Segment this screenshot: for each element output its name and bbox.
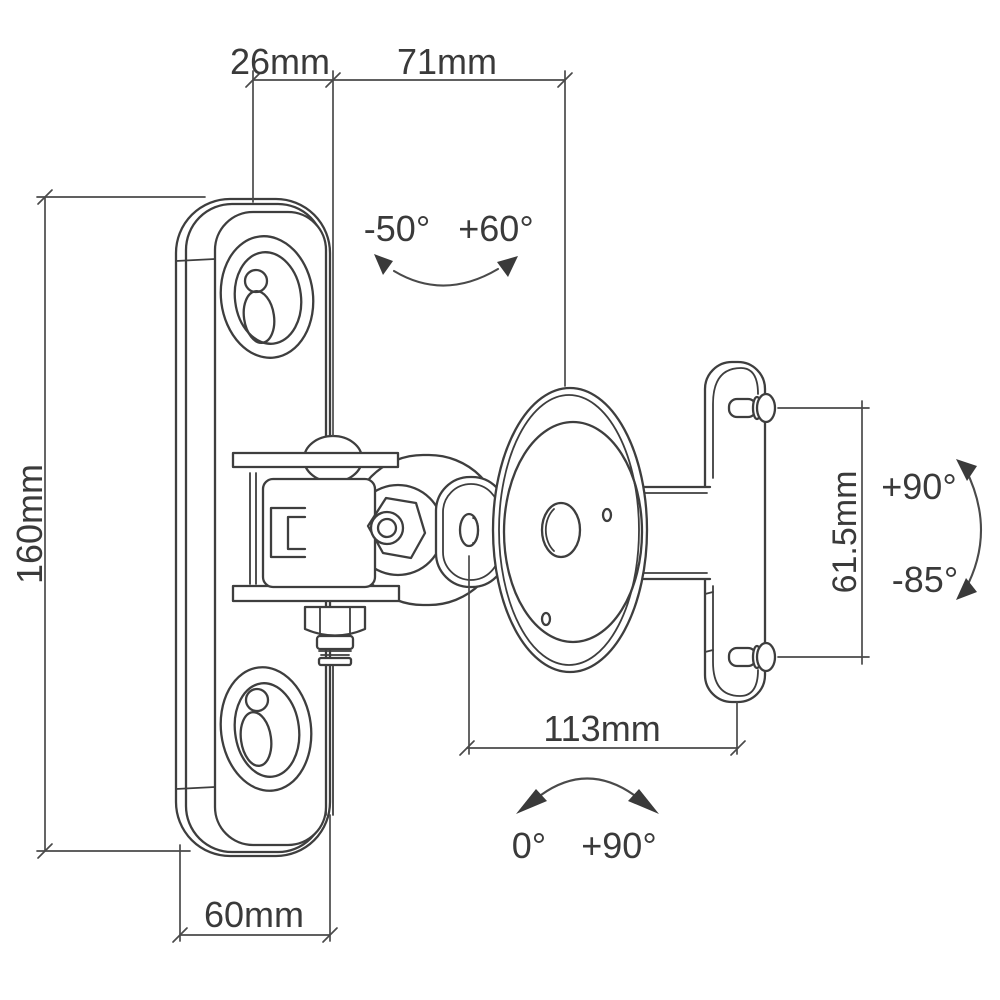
lock-nut (303, 605, 367, 637)
plate-edge-line-bottom (175, 786, 216, 790)
angle-label-0: 0° (512, 825, 546, 866)
dim-tick (325, 72, 341, 88)
dim-tick (245, 72, 261, 88)
bracket-edge-tick (704, 649, 714, 653)
keyhole-circle (244, 687, 270, 713)
lock-nut-stack (303, 605, 367, 816)
bracket-inner-edge-bottom (712, 585, 759, 697)
dim-tick (37, 843, 53, 859)
rotation-angle-callout: 0° +90° (512, 777, 659, 866)
angle-label-minus50: -50° (364, 208, 430, 249)
swivel-angle-callout: -50° +60° (364, 208, 534, 287)
arrowhead-up (956, 459, 977, 481)
boss-outer-ring (219, 235, 315, 359)
tilt-arc (963, 466, 983, 592)
dim-tick (172, 927, 188, 943)
hub-hole-inner (472, 517, 480, 544)
boss-inner-ring (233, 251, 303, 345)
angle-label-plus60: +60° (458, 208, 533, 249)
keyhole-boss-top (219, 235, 315, 359)
keyhole-boss-bottom (219, 666, 313, 792)
dim-tick (557, 72, 573, 88)
boss-outer-ring (219, 666, 313, 792)
clamp-slot-inner (286, 515, 307, 551)
dimension-hole-spacing: 61.5mm (777, 400, 870, 665)
washer-plate (317, 656, 353, 667)
center-hole (540, 501, 582, 559)
dimension-width: 60mm (172, 814, 338, 943)
angle-label-plus90-rotation: +90° (581, 825, 656, 866)
arrowhead-down (956, 578, 977, 600)
keyhole-drop (242, 290, 276, 344)
round-plate (491, 386, 649, 674)
angle-label-plus90-tilt: +90° (881, 466, 956, 507)
mounting-screw-top (727, 392, 777, 424)
arrowhead-right (497, 256, 518, 277)
pivot-bolt-tip (376, 517, 398, 539)
arrowhead-right (628, 789, 659, 814)
clamp-body (261, 477, 377, 589)
plate-rim-inner (498, 394, 640, 666)
dim-label-113mm: 113mm (543, 708, 660, 749)
mounting-screw-bottom (727, 641, 777, 673)
plate-edge-line-top (175, 258, 216, 262)
dim-tick (322, 927, 338, 943)
dimension-top: 26mm 71mm (230, 41, 573, 437)
dimension-reach: 113mm (459, 555, 746, 756)
dim-tick (459, 740, 475, 756)
plate-hole-bottom (540, 611, 552, 627)
dim-label-160mm: 160mm (9, 464, 50, 584)
arrowhead-left (516, 789, 547, 814)
plate-face (502, 420, 644, 644)
screw-head (755, 392, 777, 424)
tilt-angle-callout: +90° -85° (881, 459, 983, 600)
swivel-arc (392, 267, 500, 287)
nut-collar (315, 634, 355, 651)
dim-label-71mm: 71mm (397, 41, 497, 82)
angle-label-minus85: -85° (892, 559, 958, 600)
dim-label-26mm: 26mm (230, 41, 330, 82)
plate-hole-right (601, 507, 613, 523)
speaker-bracket (703, 360, 767, 704)
boss-inner-ring (233, 682, 301, 778)
clamp-assembly (231, 434, 508, 816)
dimension-height: 160mm (9, 189, 206, 859)
arrowhead-left (374, 254, 393, 275)
clamp-flange-top (231, 451, 400, 469)
arm-hub (434, 475, 508, 589)
rotation-arc (539, 777, 636, 797)
center-hole-inner (544, 508, 555, 552)
bracket-inner-edge-top (712, 367, 759, 479)
dim-tick (730, 740, 746, 756)
dim-label-60mm: 60mm (204, 894, 304, 935)
clamp-slot-outer (269, 506, 307, 559)
clamp-flange-bottom (231, 584, 401, 603)
screw-head (755, 641, 777, 673)
dim-label-61-5mm: 61.5mm (826, 471, 864, 594)
bracket-edge-tick (704, 591, 714, 595)
dim-tick (37, 189, 53, 205)
keyhole-drop (239, 711, 273, 767)
